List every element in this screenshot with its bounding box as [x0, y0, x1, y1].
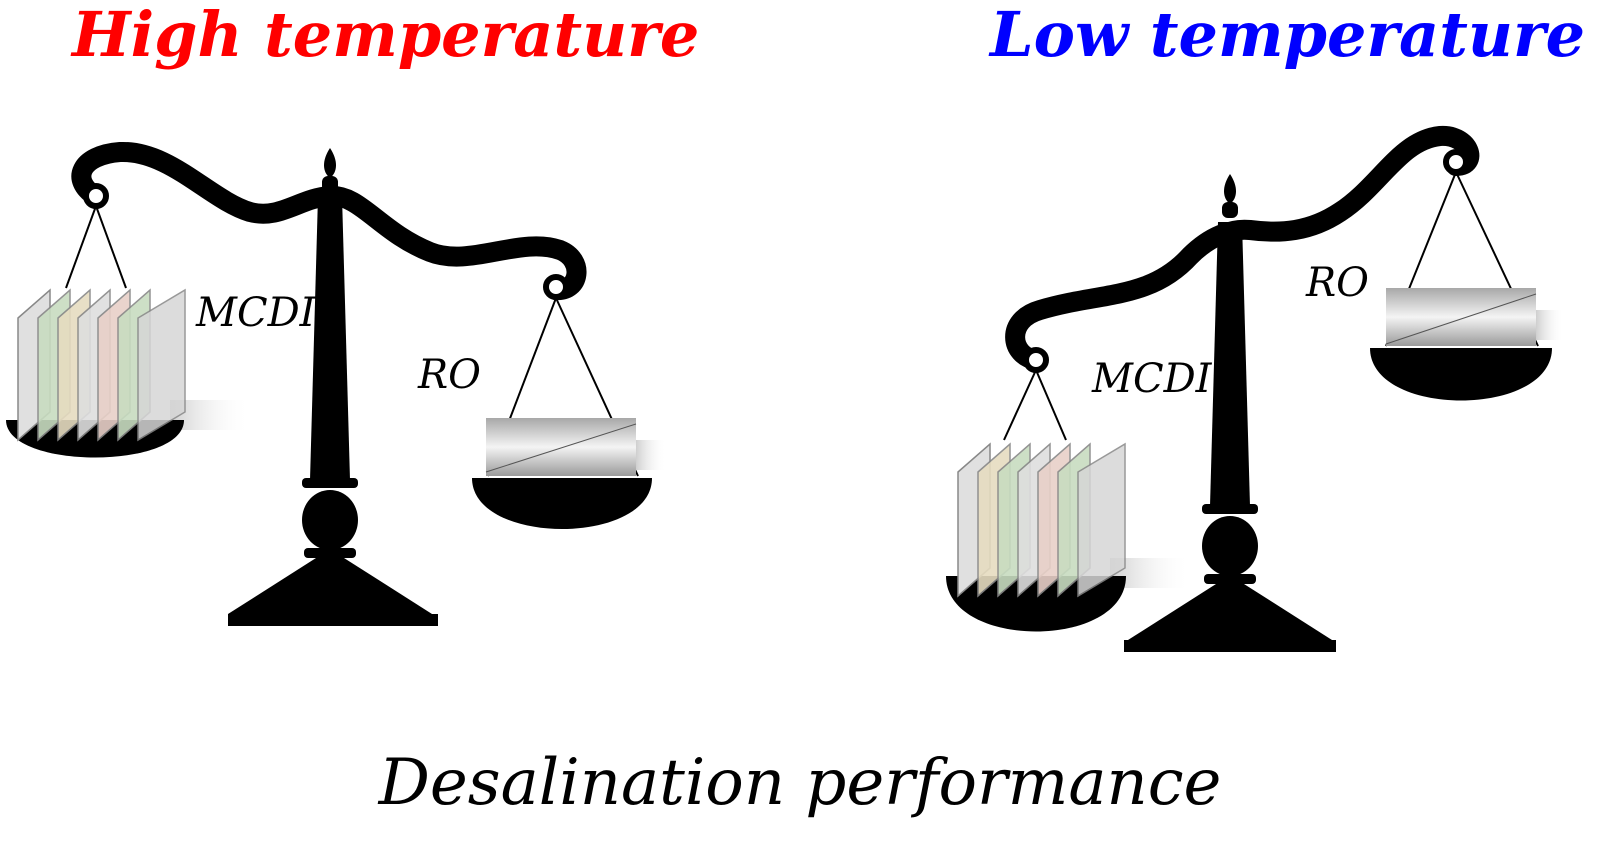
mcdi-pan-low	[946, 369, 1190, 632]
mcdi-label-low: MCDI	[1091, 356, 1213, 402]
ro-pan-low	[1370, 171, 1564, 401]
scale-base	[228, 558, 432, 614]
ro-label-low: RO	[1305, 260, 1369, 306]
scale-finial	[1224, 174, 1236, 204]
panel-high-temperature: High temperature	[6, 0, 699, 626]
electrode-stack-icon	[17, 288, 186, 442]
ro-membrane-icon	[1385, 288, 1564, 346]
high-temperature-title: High temperature	[70, 0, 699, 71]
caption: Desalination performance	[378, 746, 1222, 820]
low-temperature-title: Low temperature	[988, 0, 1585, 71]
ro-pan-bowl-high	[472, 478, 652, 529]
scale-beam	[1005, 126, 1480, 370]
mcdi-label-high: MCDI	[195, 290, 317, 336]
ro-membrane-icon	[485, 418, 666, 476]
mcdi-pan-high	[6, 205, 250, 458]
panel-low-temperature: Low temperature	[946, 0, 1585, 652]
ro-label-high: RO	[417, 352, 481, 398]
ro-pan-high	[472, 297, 666, 529]
scale-column	[310, 196, 350, 480]
balance-scale-icon	[1005, 126, 1480, 652]
scale-column	[1210, 222, 1250, 506]
scale-beam	[71, 142, 587, 300]
scale-finial	[324, 148, 336, 178]
ro-pan-bowl-low	[1370, 348, 1552, 401]
scale-base	[1128, 584, 1332, 640]
balance-scale-icon	[71, 142, 587, 626]
electrode-stack-icon	[957, 442, 1126, 598]
